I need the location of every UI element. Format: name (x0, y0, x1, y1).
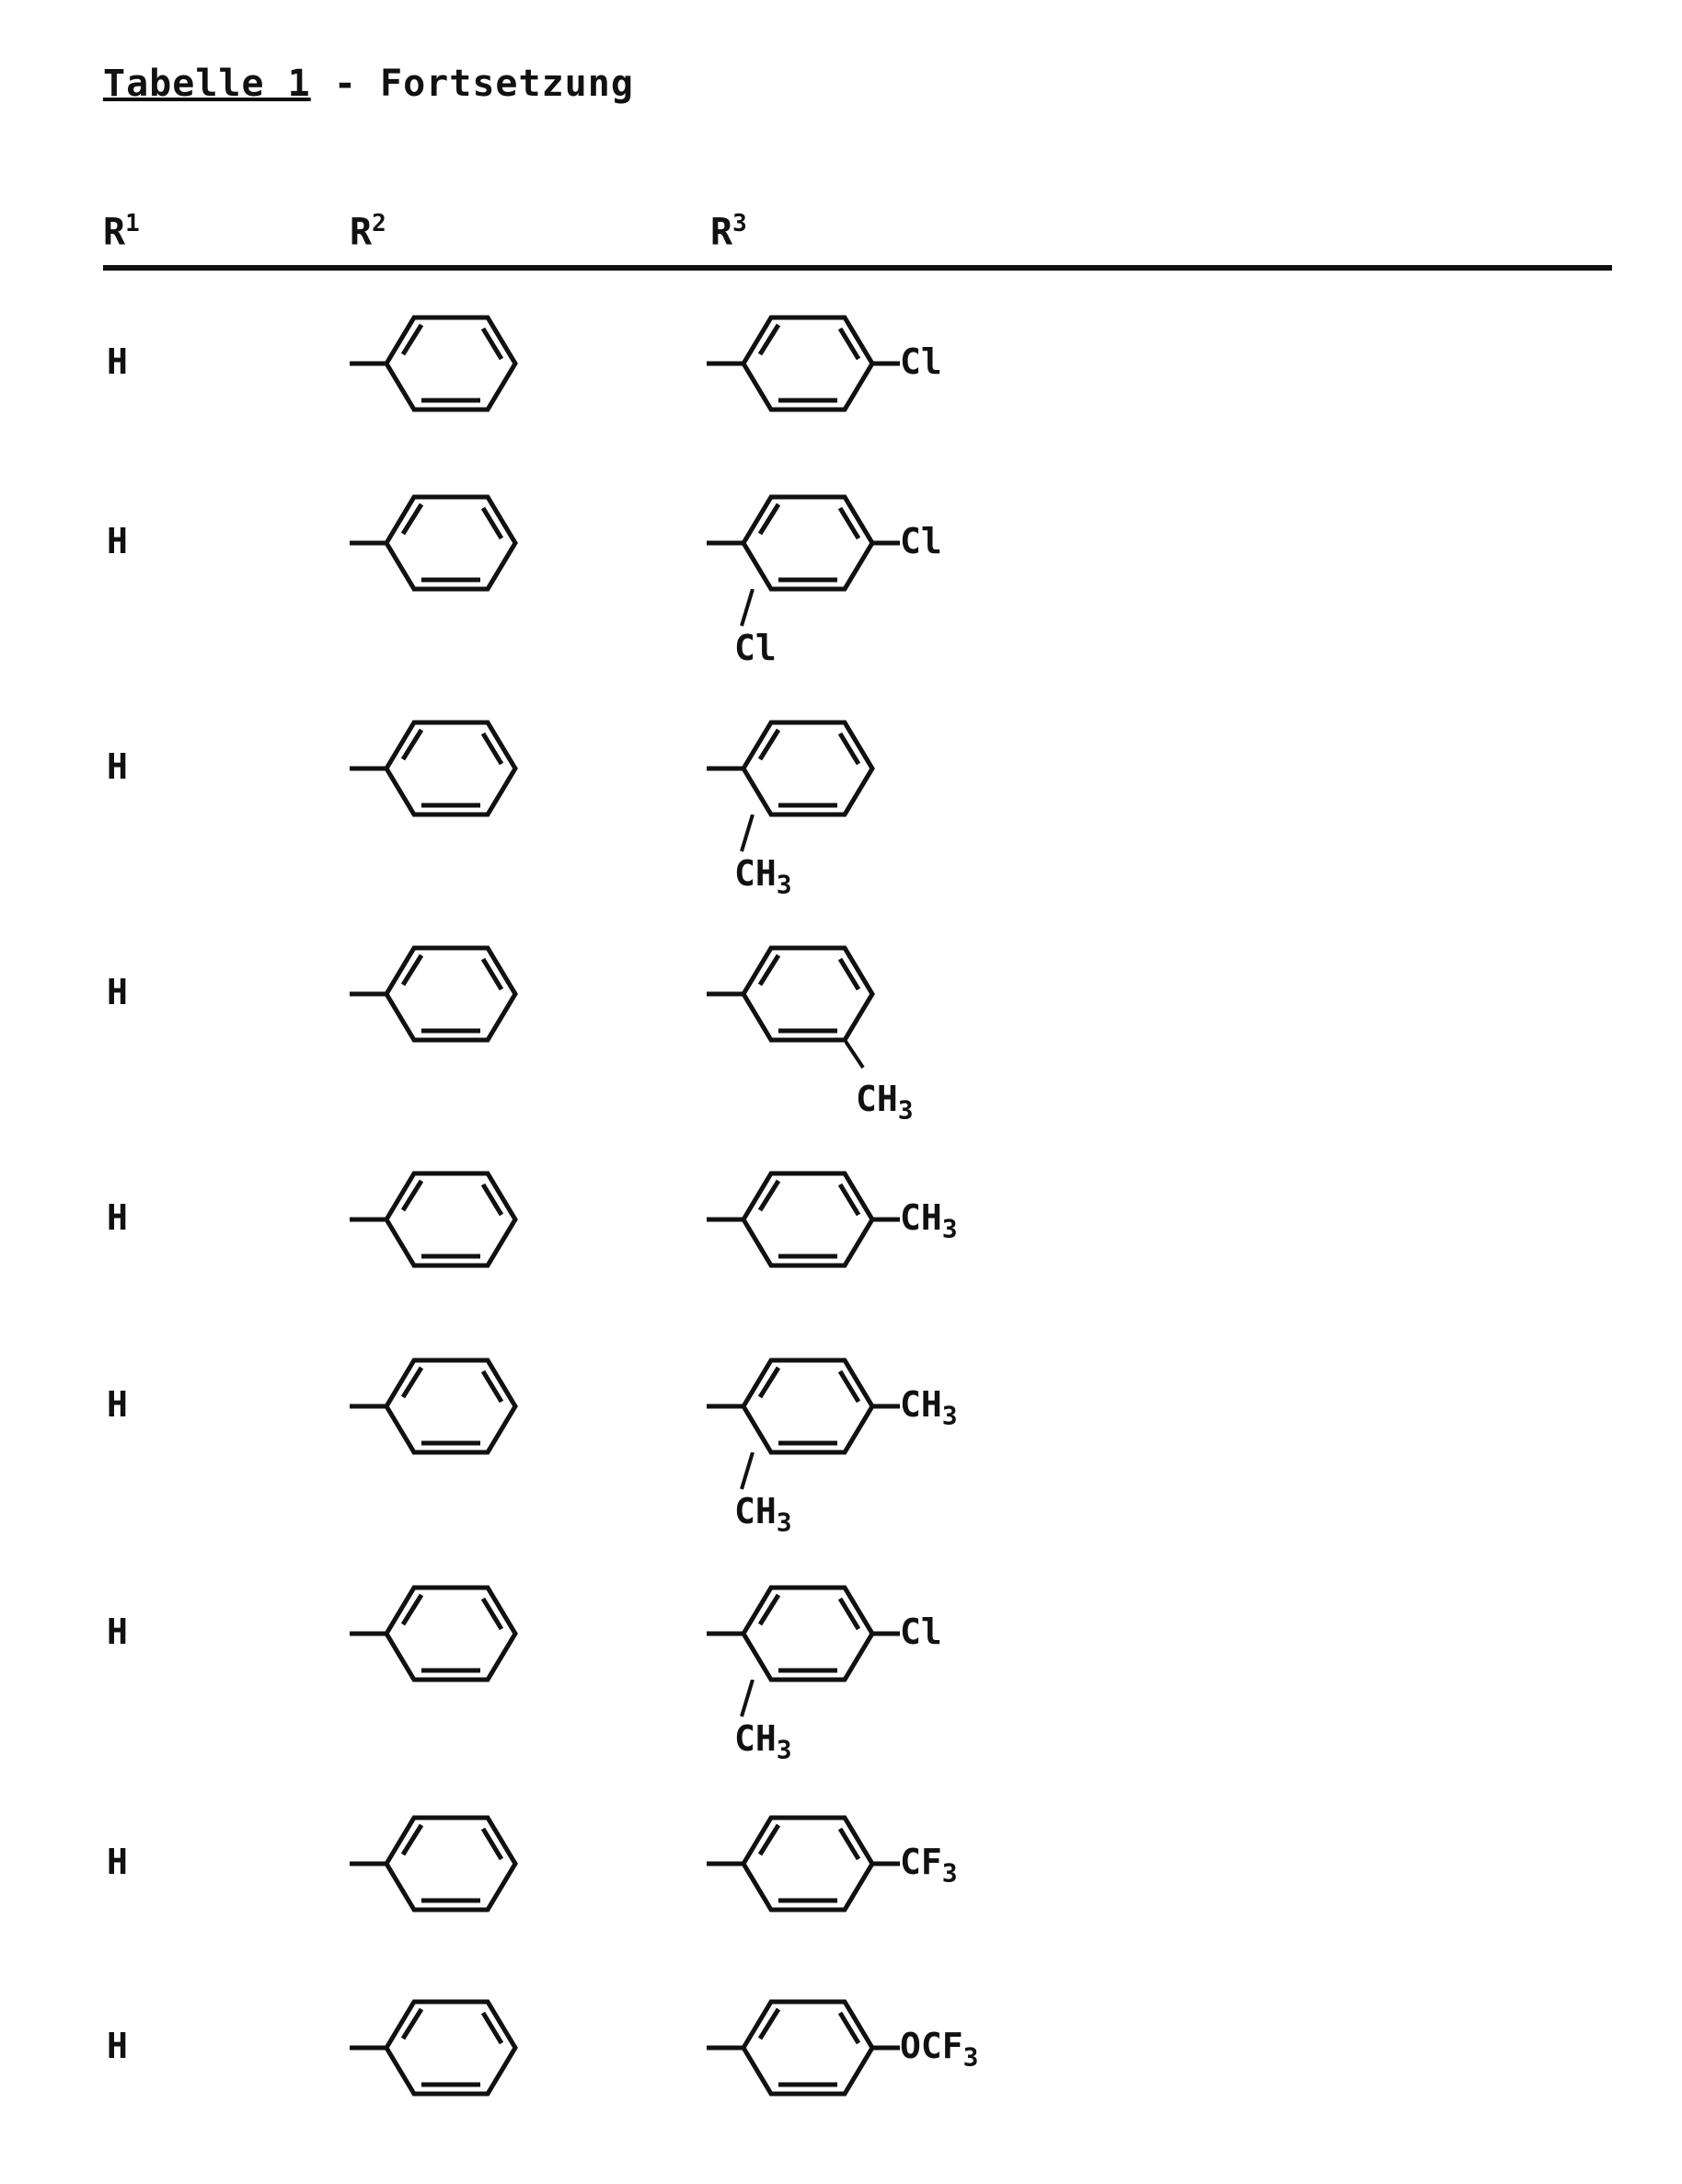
bond-line (872, 361, 900, 366)
para-substituent: Cl (900, 341, 942, 382)
para-substituent: CF3 (900, 1842, 958, 1889)
para-substituent: Cl (900, 1612, 942, 1652)
para-substituent: CH3 (900, 1384, 958, 1431)
cell-r1: H (107, 1384, 128, 1425)
substituted-phenyl-ring-icon (707, 720, 875, 817)
bond-line (872, 1861, 900, 1866)
ortho-substituent: CH3 (734, 853, 792, 900)
phenyl-ring-icon (350, 1358, 518, 1455)
bond-line (740, 1452, 755, 1490)
meta-substituent: CH3 (856, 1079, 914, 1126)
ortho-substituent: CH3 (734, 1491, 792, 1538)
bond-line (872, 1217, 900, 1222)
header-rule (103, 265, 1612, 271)
phenyl-ring-icon (350, 720, 518, 817)
bond-line (872, 1631, 900, 1636)
table-title: Tabelle 1 - Fortsetzung (103, 63, 634, 105)
para-substituent: Cl (900, 521, 942, 561)
column-header-r2: R2 (350, 210, 386, 254)
bond-line (740, 815, 755, 852)
bond-line (740, 1680, 755, 1717)
para-substituent: CH3 (900, 1197, 958, 1244)
column-header-r1: R1 (103, 210, 140, 254)
cell-r1: H (107, 746, 128, 787)
phenyl-ring-icon (350, 1815, 518, 1912)
phenyl-ring-icon (350, 1585, 518, 1682)
phenyl-ring-icon (350, 315, 518, 412)
cell-r1: H (107, 1197, 128, 1238)
ortho-substituent: CH3 (734, 1718, 792, 1765)
para-substituent: OCF3 (900, 2026, 979, 2073)
phenyl-ring-icon (350, 1999, 518, 2097)
bond-line (872, 540, 900, 546)
cell-r1: H (107, 1842, 128, 1882)
column-header-r3: R3 (710, 210, 747, 254)
bond-line (872, 1404, 900, 1409)
cell-r1: H (107, 972, 128, 1012)
phenyl-ring-icon (350, 494, 518, 592)
substituted-phenyl-ring-icon (707, 945, 875, 1043)
cell-r1: H (107, 341, 128, 382)
cell-r1: H (107, 521, 128, 561)
phenyl-ring-icon (350, 945, 518, 1043)
cell-r1: H (107, 1612, 128, 1652)
bond-line (845, 1040, 865, 1069)
bond-line (872, 2045, 900, 2051)
ortho-substituent: Cl (734, 628, 777, 668)
phenyl-ring-icon (350, 1171, 518, 1268)
cell-r1: H (107, 2026, 128, 2066)
bond-line (740, 589, 755, 627)
